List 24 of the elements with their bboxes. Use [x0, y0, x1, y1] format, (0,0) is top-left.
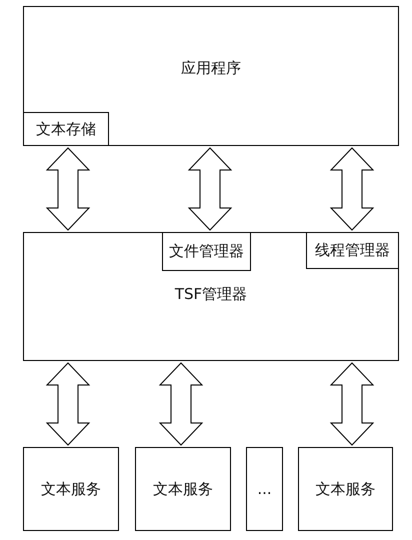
double-arrow [330, 147, 374, 231]
double-arrow [330, 362, 374, 446]
component-label: 线程管理器 [315, 241, 390, 260]
component-box [306, 232, 399, 269]
component-box [23, 447, 119, 531]
component-label: 文件管理器 [169, 242, 244, 261]
double-arrow [46, 147, 90, 231]
double-arrow [46, 362, 90, 446]
component-box [162, 232, 251, 271]
component-box [23, 112, 109, 146]
component-label: ... [257, 480, 272, 498]
component-box [135, 447, 231, 531]
component-label: 应用程序 [181, 58, 241, 78]
component-box [23, 6, 399, 146]
component-label: 文本服务 [316, 480, 376, 498]
double-arrow [158, 362, 204, 446]
double-arrow [188, 147, 232, 231]
component-label: 文本存储 [36, 120, 96, 138]
component-label: 文本服务 [41, 480, 101, 498]
component-label: TSF管理器 [174, 285, 248, 304]
component-box [246, 447, 283, 531]
component-box [298, 447, 393, 531]
component-box [23, 232, 399, 361]
component-label: 文本服务 [153, 480, 213, 498]
